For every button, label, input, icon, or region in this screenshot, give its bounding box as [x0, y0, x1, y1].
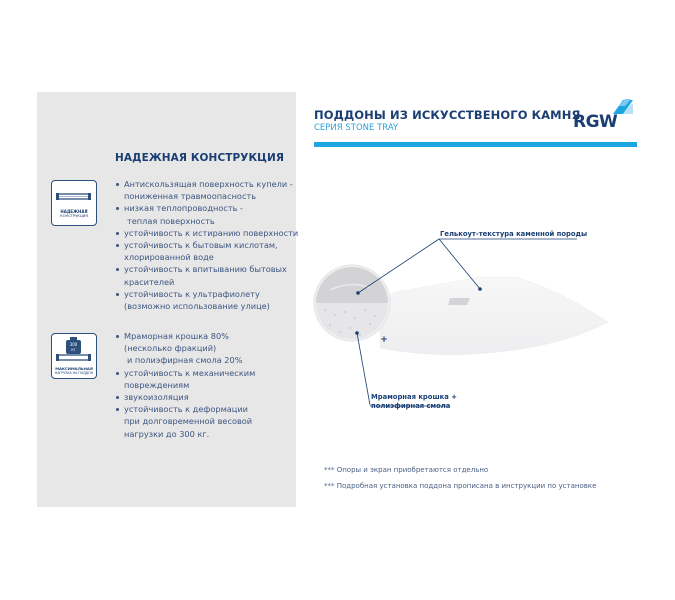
- list-item: низкая теплопроводность -: [115, 202, 298, 214]
- callout-material-line1: Мраморная крошка +: [371, 393, 457, 401]
- list-item-cont: красителей: [124, 276, 175, 287]
- list-item-cont: повреждениям: [124, 379, 190, 390]
- weight-load-icon: 300 КГ МАКСИМАЛЬНАЯ НАГРУЗКА НА ПОДДОН: [51, 333, 97, 379]
- weight-graphic-icon: 300 КГ: [56, 337, 91, 361]
- section-title: НАДЕЖНАЯ КОНСТРУКЦИЯ: [115, 152, 285, 164]
- list-item: устойчивость к деформации: [115, 403, 255, 415]
- header-divider: [314, 142, 637, 147]
- features-panel: [37, 92, 296, 507]
- logo-tiles-icon: [613, 99, 633, 114]
- page-title: ПОДДОНЫ ИЗ ИСКУССТВЕНОГО КАМНЯ: [314, 108, 581, 122]
- shelf-construction-icon: НАДЕЖНАЯ КОНСТРУКЦИЯ: [51, 180, 97, 226]
- feature-list-construction: Антискользящая поверхность купели - пони…: [115, 178, 298, 312]
- list-item: Мраморная крошка 80%: [115, 330, 255, 342]
- shower-tray-illustration: +: [313, 238, 609, 407]
- list-item: устойчивость к ультрафиолету: [115, 288, 298, 300]
- list-item-cont: хлорированной воде: [124, 252, 214, 263]
- list-item: устойчивость к истиранию поверхности: [115, 227, 298, 239]
- list-item: звукоизоляция: [115, 391, 255, 403]
- list-item-cont: и полиэфирная смола 20%: [127, 355, 243, 366]
- note-installation: *** Подробная установка поддона прописан…: [324, 482, 597, 490]
- icon-caption-line2: КОНСТРУКЦИЯ: [60, 214, 88, 218]
- list-item: Антискользящая поверхность купели -: [115, 178, 298, 190]
- feature-list-material: Мраморная крошка 80% (несколько фракций)…: [115, 330, 255, 440]
- shelf-graphic-icon: [56, 193, 91, 200]
- logo-text: RGW: [573, 112, 618, 132]
- svg-text:КГ: КГ: [71, 348, 76, 352]
- icon-caption-line2: НАГРУЗКА НА ПОДДОН: [54, 371, 94, 375]
- drain-icon: [448, 298, 470, 305]
- tray-body: [379, 276, 609, 356]
- texture-closeup: +: [313, 264, 391, 345]
- list-item: устойчивость к впитыванию бытовых: [115, 263, 298, 275]
- list-item-cont: (несколько фракций): [124, 343, 217, 354]
- plus-icon: +: [380, 335, 388, 345]
- callout-gelcoat: Гелькоут-текстура каменной породы: [440, 230, 588, 238]
- rgw-logo: RGW: [573, 97, 633, 133]
- list-item-cont: нагрузки до 300 кг.: [124, 428, 210, 439]
- callout-material-line2: полиэфирная смола: [371, 402, 451, 410]
- list-item-cont: при долговременной весовой: [124, 416, 253, 427]
- svg-text:300: 300: [70, 342, 78, 347]
- icon-caption-line1: МАКСИМАЛЬНАЯ: [55, 366, 93, 371]
- list-item-cont: (возможно использование улице): [124, 301, 270, 312]
- list-item: устойчивость к бытовым кислотам,: [115, 239, 298, 251]
- icon-caption-line1: НАДЕЖНАЯ: [60, 209, 88, 214]
- list-item-cont: теплая поверхность: [127, 215, 215, 226]
- note-supports: *** Опоры и экран приобретаются отдельно: [324, 466, 489, 474]
- list-item: устойчивость к механическим: [115, 367, 255, 379]
- list-item-cont: пониженная травмоопасность: [124, 191, 257, 202]
- page-subtitle: СЕРИЯ STONE TRAY: [314, 123, 399, 133]
